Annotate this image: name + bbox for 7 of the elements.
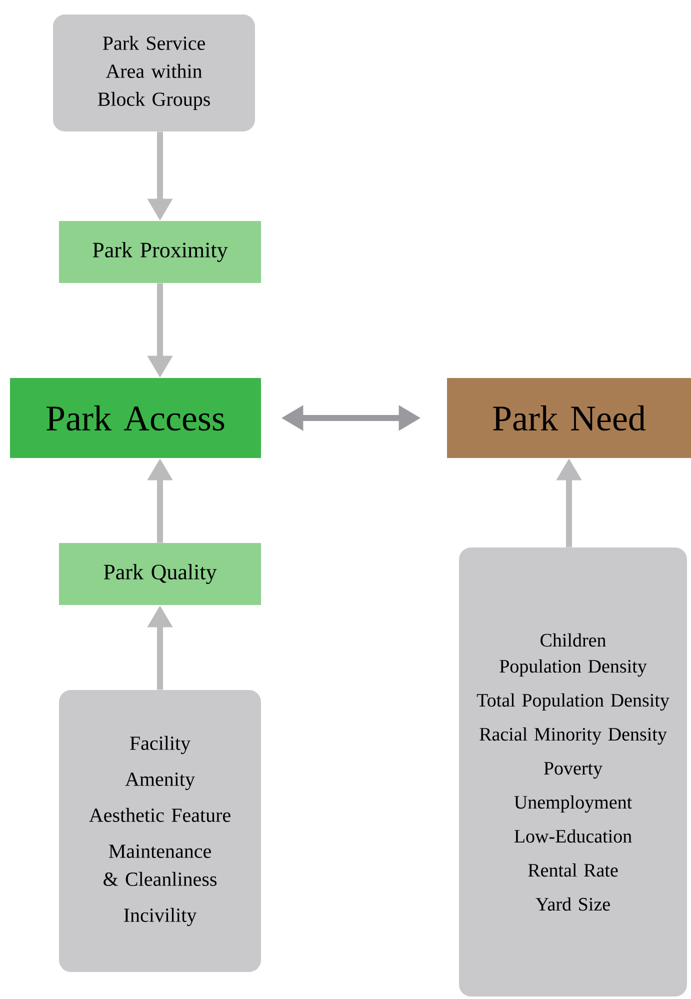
factor-box: Park Proximity <box>59 221 261 283</box>
concept-box: Park Need <box>447 378 691 458</box>
indicator-list-box: Facility Amenity Aesthetic Feature Maintenance & Cleanliness Incivility <box>59 690 261 972</box>
indicator-list-box: Children Population Density Total Population Density Racial Minority Density Poverty Unemployment Low-Education Rental Rate Yard Size <box>459 548 687 997</box>
factor-box: Park Quality <box>59 543 261 605</box>
source-box: Park Service Area within Block Groups <box>53 14 255 132</box>
concept-box: Park Access <box>10 378 261 458</box>
